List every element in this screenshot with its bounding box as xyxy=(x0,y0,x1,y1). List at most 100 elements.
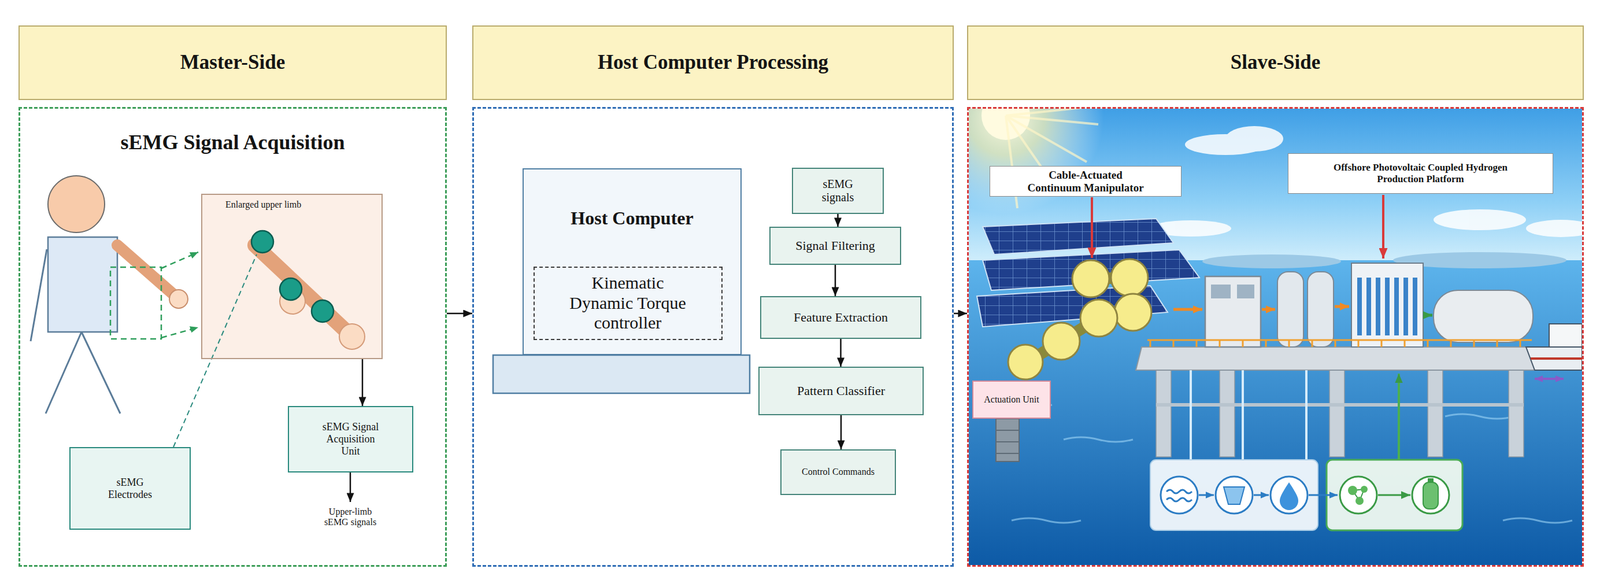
manipulator xyxy=(995,258,1152,462)
zoom-frame xyxy=(110,267,162,339)
atom xyxy=(1347,485,1358,495)
computer-base xyxy=(493,354,750,394)
process-strip xyxy=(1150,459,1463,531)
hull-stripe xyxy=(1530,357,1583,360)
right-arm xyxy=(117,245,174,295)
flow-arrow xyxy=(1308,494,1338,496)
head xyxy=(47,175,105,233)
water-pipe xyxy=(1190,369,1307,460)
node-text: Actuation Unit xyxy=(983,394,1040,405)
electrode xyxy=(279,278,302,300)
hull xyxy=(1526,346,1583,370)
segment-disk xyxy=(1008,344,1043,380)
enlarged-limb xyxy=(201,193,383,359)
pv-row xyxy=(982,218,1174,255)
cylinder-valve xyxy=(1427,478,1434,483)
bridge xyxy=(1549,323,1583,347)
water-icon xyxy=(1270,476,1308,514)
tank xyxy=(1277,271,1304,347)
flow-arrow xyxy=(836,213,839,227)
leg xyxy=(1156,369,1172,457)
cloud xyxy=(1225,126,1284,152)
leg xyxy=(1329,369,1345,457)
node-text: Kinematic Dynamic Torque controller xyxy=(563,272,694,333)
process-box: Signal Filtering xyxy=(769,226,902,265)
node-text: Control Commands xyxy=(801,466,875,477)
panel-title: Master-Side xyxy=(180,50,285,74)
tower-bands xyxy=(995,430,1020,454)
transfer-arrow xyxy=(1534,377,1564,380)
leg xyxy=(45,331,82,414)
panel-title: Slave-Side xyxy=(1230,50,1321,74)
tank xyxy=(1307,271,1334,347)
filter-icon xyxy=(1215,476,1253,514)
torso xyxy=(47,236,118,332)
railing xyxy=(1147,339,1532,347)
node-text: Enlarged upper limb xyxy=(225,199,382,210)
flow-arrow xyxy=(1253,494,1269,496)
cabinet-panel xyxy=(1210,284,1231,299)
flow-arrow xyxy=(839,338,842,367)
node-text: Host Computer xyxy=(570,207,694,229)
electrode xyxy=(251,230,274,253)
controller-box: Kinematic Dynamic Torque controller xyxy=(533,266,723,340)
process-box: Pattern Classifier xyxy=(758,366,924,416)
zoom-box: Enlarged upper limb xyxy=(201,193,383,359)
pipes xyxy=(1190,369,1399,460)
leg xyxy=(1508,369,1524,457)
power-arrow xyxy=(1334,305,1350,309)
zoom-arrow xyxy=(161,252,199,269)
segment-disk xyxy=(1114,293,1152,331)
clouds xyxy=(1150,126,1583,237)
signal-arrow xyxy=(349,472,352,502)
platform xyxy=(1135,263,1538,457)
node-text: Cable-Actuated Continuum Manipulator xyxy=(1024,168,1147,195)
process-box: Feature Extraction xyxy=(760,295,922,339)
panel-header: Host Computer Processing xyxy=(472,25,954,100)
flow-arrow xyxy=(1198,494,1214,496)
node-text: sEMG signals xyxy=(815,177,862,205)
strip-panel xyxy=(1326,459,1463,531)
electrode-box: sEMG Electrodes xyxy=(69,446,191,530)
flow-arrow xyxy=(840,415,843,450)
cloud xyxy=(1526,219,1583,237)
node-text: sEMG Electrodes xyxy=(101,476,159,500)
callout-box: Cable-Actuated Continuum Manipulator xyxy=(989,165,1182,197)
drop-symbol xyxy=(1279,482,1299,510)
leg xyxy=(81,331,121,414)
atom xyxy=(1360,485,1368,493)
power-arrow xyxy=(1261,308,1276,311)
callout-box: Offshore Photovoltaic Coupled Hydrogen P… xyxy=(1287,153,1554,194)
panel-header: Slave-Side xyxy=(967,25,1584,100)
node-text: Pattern Classifier xyxy=(797,383,885,398)
seawater-icon xyxy=(1160,476,1198,514)
node-text: Signal Filtering xyxy=(795,238,876,253)
cylinder-symbol xyxy=(1423,482,1439,509)
beam xyxy=(1156,402,1524,407)
flow-arrow xyxy=(834,264,837,296)
actuator-box: Actuation Unit xyxy=(972,380,1051,419)
hand xyxy=(169,289,188,309)
side-panel: Master-SidesEMG Signal AcquisitionEnlarg… xyxy=(18,25,447,567)
signal-label: Upper-limb sEMG signals xyxy=(321,506,380,528)
sea xyxy=(968,260,1583,565)
leg xyxy=(1219,369,1235,457)
process-box: sEMG signals xyxy=(791,167,884,214)
left-arm xyxy=(30,249,47,342)
side-panel: Host Computer ProcessingKinematic Dynami… xyxy=(472,25,954,567)
flow-arrow xyxy=(1378,494,1411,496)
cloud xyxy=(1433,209,1527,231)
node-text: sEMG Signal Acquisition Unit xyxy=(319,420,383,457)
side-panel: Slave-SideCable-Actuated Continuum Manip… xyxy=(967,25,1584,567)
computer-box: Kinematic Dynamic Torque controller Host … xyxy=(522,168,742,355)
node-text: Offshore Photovoltaic Coupled Hydrogen P… xyxy=(1322,161,1520,185)
deck xyxy=(1135,346,1538,370)
flow-arrow xyxy=(446,312,473,315)
inverter-cabinet xyxy=(1205,276,1261,347)
label-holder: Upper-limb sEMG signals xyxy=(309,506,391,528)
panel-title: Host Computer Processing xyxy=(597,50,829,74)
callout-arrow xyxy=(1382,194,1385,259)
power-arrow xyxy=(1173,308,1203,311)
